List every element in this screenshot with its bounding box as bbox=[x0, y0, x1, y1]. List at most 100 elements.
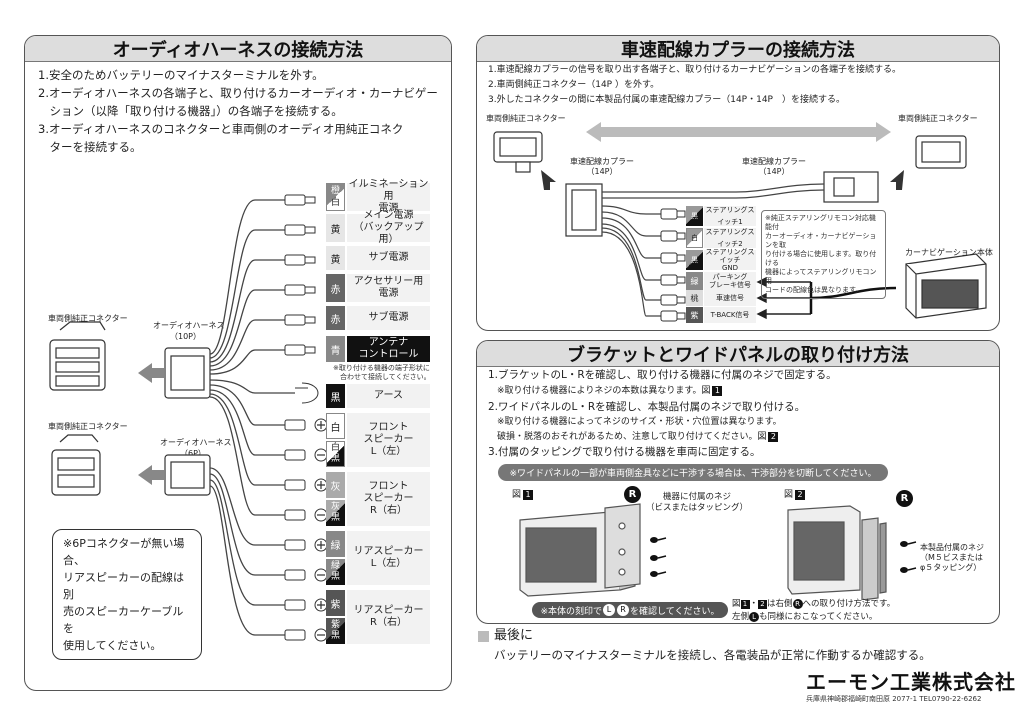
speed-label-parking: パーキングブレーキ信号 bbox=[704, 272, 756, 290]
bracket-step-3: 3.付属のタッピングで取り付ける機器を車両に固定する。 bbox=[488, 446, 761, 458]
color-white: 白 bbox=[326, 413, 345, 439]
speed-step-1: 1.車速配線カプラーの信号を取り出す各端子と、取り付けるカーナビゲーションの各端… bbox=[488, 65, 902, 75]
color-yellow-2: 黄 bbox=[326, 246, 345, 270]
harness-10p-count: （10P） bbox=[170, 332, 202, 341]
r-mark-1: R bbox=[624, 486, 641, 503]
color-purple-black: 紫黒 bbox=[326, 618, 345, 644]
navi-label: カーナビゲーション本体 bbox=[905, 248, 993, 257]
coupler-link-wires bbox=[602, 183, 825, 199]
audio-step-3: 3.オーディオハーネスのコネクターと車両側のオーディオ用純正コネク bbox=[38, 122, 404, 136]
fig1-screws bbox=[650, 537, 667, 577]
harness-connector-10p bbox=[164, 347, 211, 399]
fig2-unit bbox=[787, 505, 861, 595]
bracket-step-2-note-a: ※取り付ける機器によってネジのサイズ・形状・穴位置は異なります。 bbox=[488, 417, 782, 427]
audio-harness-title: オーディオハーネスの接続方法 bbox=[25, 36, 451, 62]
speed-step-3: 3.外したコネクターの間に本製品付属の車速配線カプラー（14P・14P ）を接続… bbox=[488, 95, 845, 105]
company-name: エーモン工業株式会社 bbox=[806, 670, 1016, 694]
harness-connector-6p bbox=[164, 454, 211, 496]
label-sub-power-2: サブ電源 bbox=[347, 306, 430, 330]
speed-label-sw1: ステアリングスイッチ1 bbox=[704, 206, 756, 226]
speed-wiring-diagram bbox=[493, 122, 987, 322]
6p-callout: ※6Pコネクターが無い場合、 リアスピーカーの配線は別 売のスピーカーケーブルを… bbox=[52, 529, 202, 660]
speed-step-2: 2.車両側純正コネクター（14P ）を外す。 bbox=[488, 80, 660, 90]
label-sub-power-1: サブ電源 bbox=[347, 246, 430, 270]
audio-step-2b: ション（以降「取り付ける機器」）の各端子を接続する。 bbox=[38, 104, 343, 118]
speed-label-speed: 車速信号 bbox=[704, 290, 756, 306]
r-mark-2: R bbox=[896, 490, 913, 507]
speed-coupler-left-label: 車速配線カプラー（14P） bbox=[570, 157, 634, 176]
color-white-black: 白黒 bbox=[326, 441, 345, 467]
last-heading-marker bbox=[478, 631, 489, 642]
speed-vehicle-right: 車両側純正コネクター bbox=[898, 114, 978, 123]
speed-color-gnd: 黒 bbox=[686, 250, 703, 270]
color-red-2: 赤 bbox=[326, 306, 345, 330]
color-orange-white: 橙白 bbox=[326, 183, 345, 211]
speed-label-tback: T-BACK信号 bbox=[704, 307, 756, 323]
arrow-left-10p bbox=[138, 363, 164, 383]
r-mark-small: R bbox=[617, 604, 630, 616]
harness-10p-label: オーディオハーネス bbox=[153, 321, 225, 330]
l-mark: L bbox=[603, 604, 616, 616]
fig2-screws bbox=[900, 541, 917, 573]
speed-coupler-left bbox=[565, 183, 603, 237]
color-gray-black: 灰黒 bbox=[326, 500, 345, 526]
bracket-panel: ブラケットとワイドパネルの取り付け方法 bbox=[476, 340, 1000, 624]
label-accessory-power: アクセサリー用電源 bbox=[347, 274, 430, 302]
antenna-note-2: 合わせて接続してください。 bbox=[340, 373, 431, 381]
arrow-left-6p bbox=[138, 465, 164, 485]
speed-vehicle-left: 車両側純正コネクター bbox=[486, 114, 566, 123]
navi-body bbox=[905, 253, 987, 319]
harness-6p-label: オーディオハーネス bbox=[160, 438, 232, 447]
screw-note: 機器に付属のネジ（ビスまたはタッピング） bbox=[646, 492, 749, 513]
polarity-marks bbox=[317, 421, 325, 636]
speed-color-sw1: 黒 bbox=[686, 206, 703, 226]
speed-label-sw2: ステアリングスイッチ2 bbox=[704, 228, 756, 248]
color-blue: 青 bbox=[326, 336, 345, 362]
body-engraving-note: ※本体の刻印で L R を確認してください。 bbox=[532, 602, 728, 618]
vehicle-connector-10p bbox=[49, 321, 106, 391]
company-address: 兵庫県神崎郡福崎町南田原 2077-1 TEL0790-22-6262 bbox=[806, 695, 982, 703]
speed-vehicle-connector-left bbox=[493, 131, 543, 173]
color-green-black: 緑黒 bbox=[326, 559, 345, 585]
bracket-warning-bar: ※ワイドパネルの一部が車両側金具などに干渉する場合は、干渉部分を切断してください… bbox=[498, 464, 888, 481]
last-heading: 最後に bbox=[494, 628, 534, 643]
vehicle-connector-label-1: 車両側純正コネクター bbox=[48, 314, 128, 323]
down-arrow-left bbox=[541, 170, 556, 190]
fig-num-1: 1 bbox=[712, 386, 723, 396]
color-black: 黒 bbox=[326, 384, 345, 408]
vehicle-connector-label-2: 車両側純正コネクター bbox=[48, 422, 128, 431]
color-green: 緑 bbox=[326, 531, 345, 557]
audio-step-2: 2.オーディオハーネスの各端子と、取り付けるカーオーディオ・カーナビゲー bbox=[38, 86, 438, 100]
harness-6p-count: （6P） bbox=[180, 449, 206, 458]
audio-step-3b: ターを接続する。 bbox=[38, 140, 142, 154]
label-illumination: イルミネーション用電源 bbox=[347, 179, 430, 214]
fig2-panel bbox=[861, 517, 887, 600]
speed-coupler-right bbox=[823, 171, 879, 203]
color-gray: 灰 bbox=[326, 472, 345, 498]
audio-wiring-diagram bbox=[49, 194, 328, 642]
audio-step-1: 1.安全のためバッテリーのマイナスターミナルを外す。 bbox=[38, 68, 324, 82]
speed-color-pink: 桃 bbox=[686, 290, 703, 306]
bracket-step-2: 2.ワイドパネルのL・Rを確認し、本製品付属のネジで取り付ける。 bbox=[488, 401, 806, 413]
down-arrow-right bbox=[890, 170, 904, 190]
vehicle-connector-6p bbox=[51, 434, 101, 496]
terminal-plugs bbox=[284, 194, 328, 642]
color-purple: 紫 bbox=[326, 590, 345, 616]
bracket-step-1: 1.ブラケットのL・Rを確認し、取り付ける機器に付属のネジで固定する。 bbox=[488, 369, 837, 381]
bracket-title: ブラケットとワイドパネルの取り付け方法 bbox=[477, 341, 999, 367]
speed-color-sw2: 白 bbox=[686, 228, 703, 248]
fig-num-2: 2 bbox=[768, 432, 779, 442]
remove-arrow bbox=[586, 122, 891, 142]
label-antenna-control: アンテナコントロール bbox=[347, 336, 430, 362]
